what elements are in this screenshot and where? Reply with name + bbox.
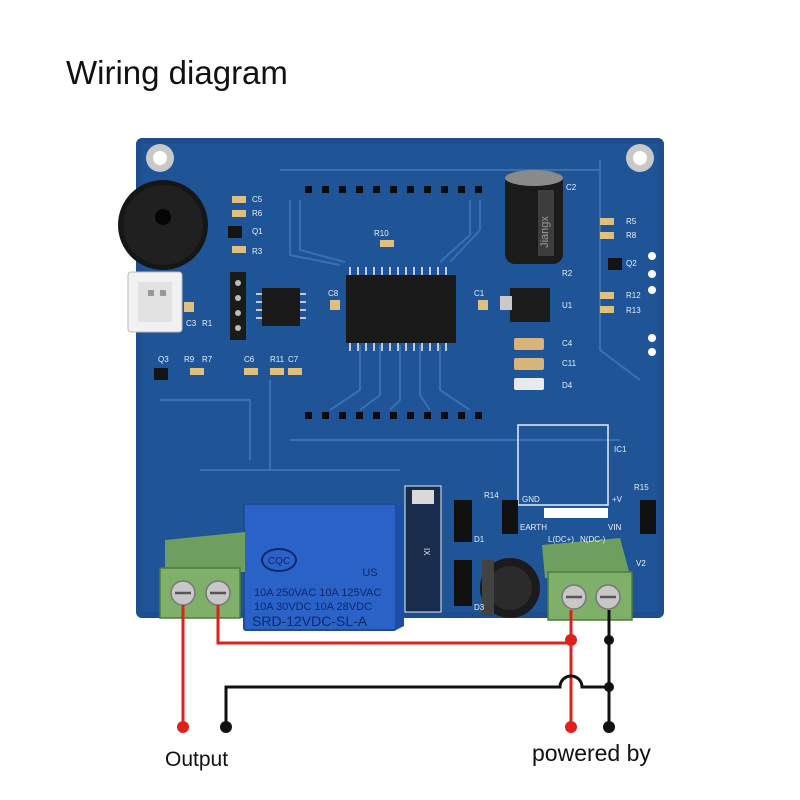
relay-rating-line1: 10A 250VAC 10A 125VAC <box>254 587 381 599</box>
power-terminal-red <box>565 721 577 733</box>
wire-junctions <box>565 634 614 692</box>
output-label: Output <box>165 748 229 771</box>
silk-r9: R9 <box>184 355 195 364</box>
silk-d3: D3 <box>474 603 485 612</box>
relay-cert-cqc: CQC <box>268 556 290 567</box>
driver-chip <box>256 288 306 326</box>
silk-c6: C6 <box>244 355 255 364</box>
terminal-block-power <box>542 538 633 621</box>
silk-r5: R5 <box>626 217 637 226</box>
pcb-board: Jiangx <box>118 138 664 618</box>
capacitor-brand: Jiangx <box>539 216 551 248</box>
silkscreen-labels: C5 R6 Q1 R3 R10 C2 R5 R8 Q2 R12 R13 R2 U… <box>158 183 649 612</box>
relay-rating-line2: 10A 30VDC 10A 28VDC <box>254 601 372 613</box>
capacitor-small <box>480 558 540 618</box>
silk-ix: IX <box>422 548 431 556</box>
silk-gnd: GND <box>522 495 540 504</box>
relay-cert-us: US <box>362 567 377 579</box>
silk-r14: R14 <box>484 491 499 500</box>
regulator-u1 <box>500 288 550 322</box>
silk-r12: R12 <box>626 291 641 300</box>
silk-r7: R7 <box>202 355 213 364</box>
power-terminal-black <box>603 721 615 733</box>
resistors-r14-r15 <box>502 500 656 534</box>
silk-r11: R11 <box>270 355 285 364</box>
diagram-title: Wiring diagram <box>66 54 288 91</box>
transistors <box>154 226 622 380</box>
silk-ndc: N(DC-) <box>580 535 606 544</box>
silk-c7: C7 <box>288 355 299 364</box>
silk-r1: R1 <box>202 319 213 328</box>
capacitor-c2: Jiangx <box>505 170 563 264</box>
silk-c8: C8 <box>328 289 339 298</box>
mounting-holes <box>146 144 654 172</box>
relay-model: SRD-12VDC-SL-A <box>252 613 368 629</box>
silk-c1: C1 <box>474 289 485 298</box>
output-terminal-red <box>177 721 189 733</box>
wire-output-red <box>181 605 571 725</box>
silk-c5: C5 <box>252 195 263 204</box>
silk-r8: R8 <box>626 231 637 240</box>
silk-q3: Q3 <box>158 355 169 364</box>
pin-header <box>230 272 246 340</box>
silk-r10: R10 <box>374 229 389 238</box>
output-terminal-black <box>220 721 232 733</box>
wire-output-black <box>224 674 609 725</box>
silk-c4: C4 <box>562 339 573 348</box>
silk-r2: R2 <box>562 269 573 278</box>
smd-components-right <box>514 338 544 390</box>
silk-r13: R13 <box>626 306 641 315</box>
silk-r15: R15 <box>634 483 649 492</box>
powered-by-label: powered by <box>532 740 651 766</box>
silk-q2: Q2 <box>626 259 637 268</box>
silk-v2: V2 <box>636 559 646 568</box>
pcb-traces <box>160 160 641 471</box>
diodes <box>454 500 472 606</box>
relay: CQC US 10A 250VAC 10A 125VAC 10A 30VDC 1… <box>243 503 404 631</box>
terminal-block-output <box>159 532 245 619</box>
silk-earth: EARTH <box>520 523 547 532</box>
silk-q1: Q1 <box>252 227 263 236</box>
silk-vin: VIN <box>608 523 622 532</box>
silk-ldc: L(DC+) <box>548 535 574 544</box>
buzzer <box>118 180 208 270</box>
top-pin-row <box>305 186 482 193</box>
silk-c2: C2 <box>566 183 577 192</box>
ic1-outline <box>517 424 609 518</box>
silk-c3: C3 <box>186 319 197 328</box>
smd-components <box>184 196 614 375</box>
ix-component <box>404 485 442 613</box>
silk-c11: C11 <box>562 359 577 368</box>
silk-d1: D1 <box>474 535 485 544</box>
silk-ic1: IC1 <box>614 445 627 454</box>
silk-plus-v: +V <box>612 495 623 504</box>
edge-holes <box>648 252 656 356</box>
main-mcu-chip <box>346 267 456 351</box>
silk-r3: R3 <box>252 247 263 256</box>
silk-r6: R6 <box>252 209 263 218</box>
bottom-pin-row <box>305 412 482 419</box>
silk-d4: D4 <box>562 381 573 390</box>
wire-terminals <box>177 721 615 733</box>
sensor-connector <box>127 271 183 333</box>
silk-u1: U1 <box>562 301 573 310</box>
